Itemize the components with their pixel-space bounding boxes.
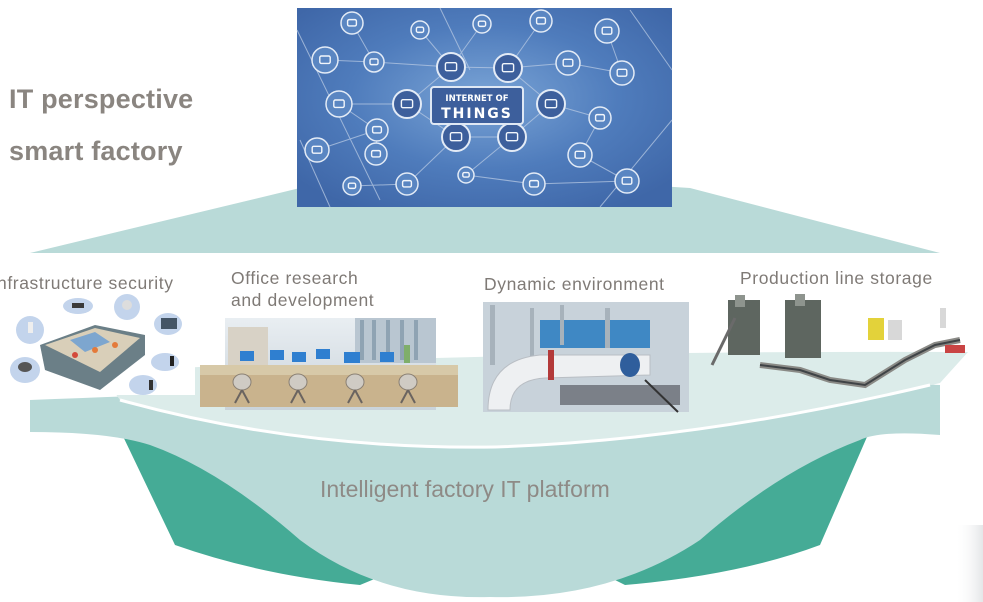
- title-line-2: smart factory: [9, 136, 183, 166]
- platform-label: Intelligent factory IT platform: [320, 476, 610, 502]
- faucet-icon: [364, 142, 388, 166]
- iot-badge: INTERNET OF THINGS: [430, 86, 524, 125]
- snowflake-icon: [497, 122, 527, 152]
- iot-network-link: [599, 119, 673, 208]
- thermometer-icon: [567, 142, 593, 168]
- home-icon: [363, 51, 385, 73]
- industrial-pipes-photo: [483, 302, 689, 413]
- iot-network-link: [439, 7, 471, 71]
- category-label-production-line-storage: Production line storage: [740, 268, 933, 288]
- bottle-icon: [410, 20, 430, 40]
- car-icon: [392, 89, 422, 119]
- iot-panel: INTERNET OF THINGS: [296, 7, 673, 208]
- top-pedestal-shape: [30, 181, 940, 253]
- iot-network-link: [533, 180, 628, 185]
- tablet-icon: [493, 53, 523, 83]
- category-label-infrastructure-security: nfrastructure security: [0, 273, 174, 293]
- platform-rim-highlight: [119, 383, 931, 449]
- title-line-1: IT perspective: [9, 84, 194, 114]
- category-label-office-rd-line1: Office research: [231, 268, 359, 288]
- window-icon: [304, 137, 330, 163]
- fire-hydrant-icon: [594, 18, 620, 44]
- category-label-dynamic-environment: Dynamic environment: [484, 274, 665, 294]
- iot-network-link: [629, 9, 673, 71]
- printer-icon: [555, 50, 581, 76]
- power-plug-icon: [588, 106, 612, 130]
- right-edge-shadow: [955, 525, 983, 602]
- iot-badge-line2: THINGS: [441, 106, 513, 122]
- monitor-icon: [536, 89, 566, 119]
- iot-badge-line1: INTERNET OF: [445, 94, 508, 104]
- game-controller-icon: [395, 172, 419, 196]
- ring-icon: [441, 122, 471, 152]
- people-icon: [614, 168, 640, 194]
- industrial-robot-icon: [325, 90, 353, 118]
- building-security-illustration: [10, 294, 195, 395]
- laptop-icon: [436, 52, 466, 82]
- production-line-conveyor-photo: [710, 294, 965, 389]
- gear-icon: [365, 118, 389, 142]
- router-icon: [472, 14, 492, 34]
- robot-arm-icon: [340, 11, 364, 35]
- lightbulb-icon: [342, 176, 362, 196]
- tools-icon: [609, 60, 635, 86]
- cloud-icon: [457, 166, 475, 184]
- security-camera-icon: [529, 9, 553, 33]
- server-icon: [522, 172, 546, 196]
- heart-icon: [311, 46, 339, 74]
- office-workspace-photo: [200, 318, 458, 410]
- category-label-office-rd-line2: and development: [231, 290, 375, 310]
- platform-bowl: [30, 378, 940, 598]
